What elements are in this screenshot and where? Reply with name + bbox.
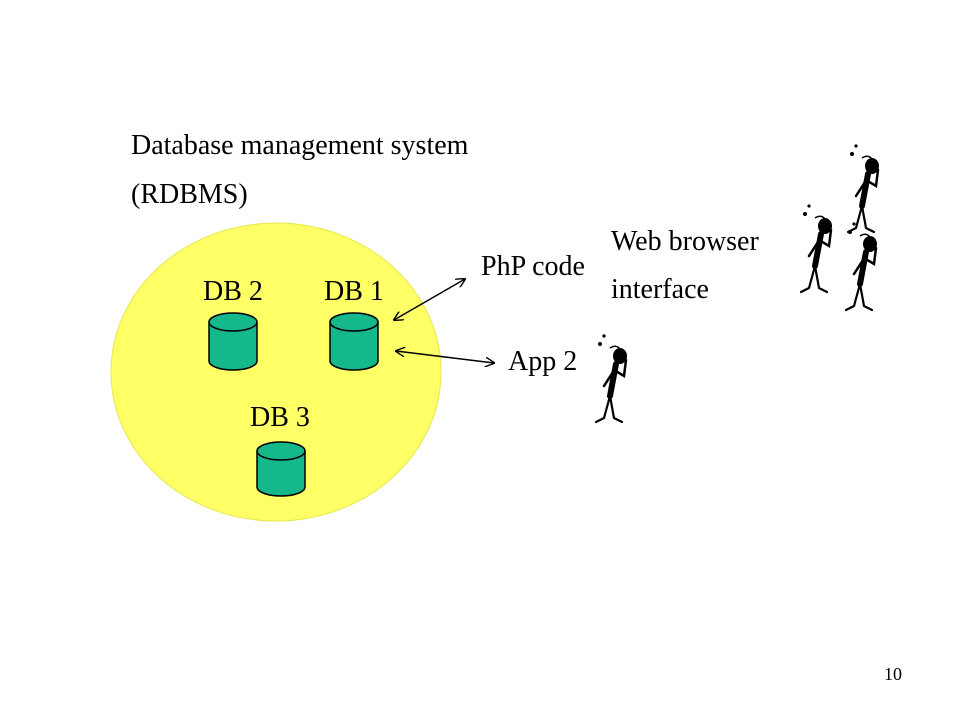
user-figure-icon: [801, 204, 832, 292]
user-figure-icon: [846, 222, 877, 310]
app2-label: App 2: [508, 346, 578, 377]
db1-label: DB 1: [324, 276, 384, 307]
dbms-ellipse: [110, 222, 442, 522]
title-line-2: (RDBMS): [131, 179, 248, 210]
title-line-1: Database management system: [131, 130, 469, 161]
user-figure-icon: [596, 334, 627, 422]
web-browser-label-line-1: Web browser: [611, 226, 759, 257]
web-browser-label-line-2: interface: [611, 274, 709, 305]
php-code-label: PhP code: [481, 251, 585, 282]
db1-cylinder-icon: [329, 312, 379, 371]
db3-label: DB 3: [250, 402, 310, 433]
db2-cylinder-icon: [208, 312, 258, 371]
page-number: 10: [884, 664, 902, 684]
app2-connection-arrow: [396, 351, 494, 363]
user-figure-icon: [848, 144, 879, 232]
db3-cylinder-icon: [256, 441, 306, 497]
php-connection-arrow: [394, 279, 465, 320]
db2-label: DB 2: [203, 276, 263, 307]
